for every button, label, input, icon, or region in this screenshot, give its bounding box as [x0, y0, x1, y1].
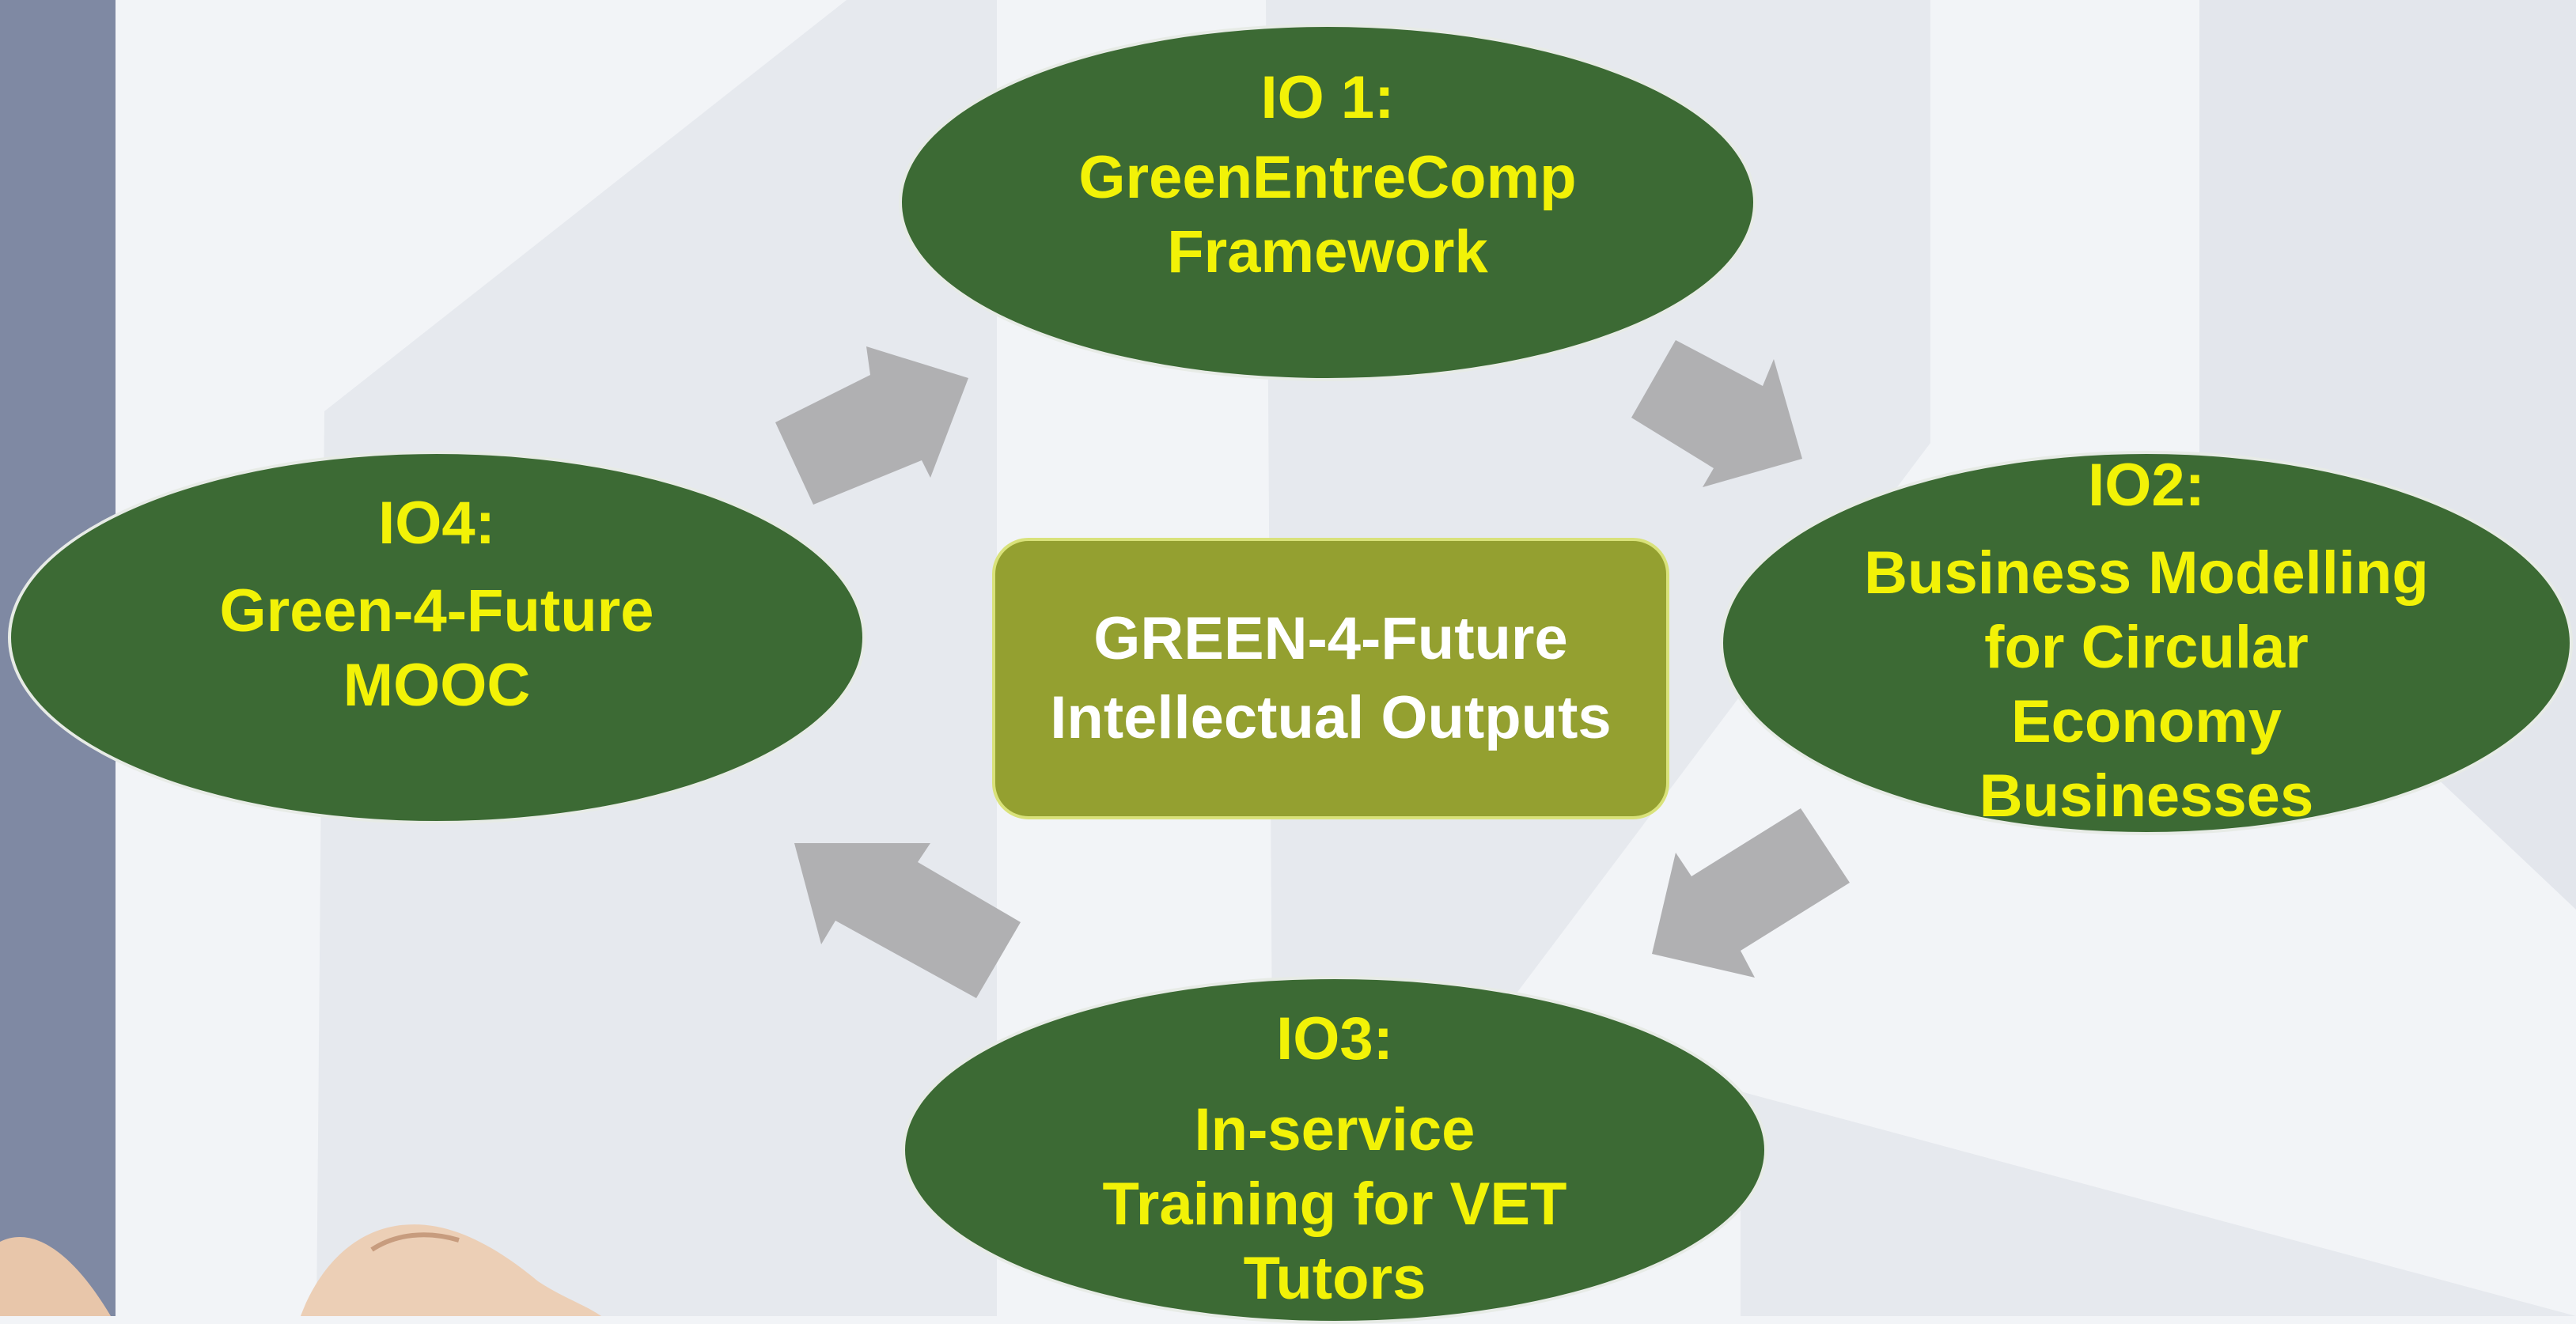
io3-title-line: In-service: [1194, 1096, 1476, 1163]
bg-shape-bottom: [1741, 1091, 2576, 1316]
io3-title-line: Tutors: [1243, 1245, 1426, 1312]
io3-label: IO3:: [1276, 1005, 1393, 1072]
arrow-io1-to-io2: [1631, 340, 1802, 487]
center-box: GREEN-4-Future Intellectual Outputs: [992, 538, 1669, 819]
io2-ellipse: IO2: Business Modelling for Circular Eco…: [1720, 451, 2573, 835]
io1-label: IO 1:: [1260, 64, 1395, 131]
io4-title-line: Green-4-Future: [219, 577, 654, 645]
io4-title-line: MOOC: [343, 652, 531, 719]
io2-title-line: Economy: [2010, 688, 2282, 755]
io4-label: IO4:: [378, 490, 495, 557]
center-title-line1: GREEN-4-Future: [1093, 605, 1568, 672]
io3-title: In-service Training for VET Tutors: [1103, 1093, 1567, 1316]
io1-title-line: GreenEntreComp: [1078, 144, 1577, 211]
io2-title: Business Modelling for Circular Economy …: [1723, 536, 2570, 834]
io4-ellipse: IO4: Green-4-Future MOOC: [8, 451, 866, 824]
io2-title-line: for Circular: [1984, 614, 2309, 681]
center-title-line2: Intellectual Outputs: [1050, 684, 1612, 751]
arrow-io4-to-io1: [775, 346, 968, 505]
io2-title-line: Business Modelling: [1864, 539, 2429, 607]
io1-title-line: Framework: [1167, 218, 1488, 286]
io1-title: GreenEntreComp Framework: [1078, 141, 1576, 289]
hand-image: [0, 1224, 601, 1316]
io1-ellipse: IO 1: GreenEntreComp Framework: [899, 24, 1756, 381]
io4-title: Green-4-Future MOOC: [220, 574, 654, 723]
io2-label: IO2:: [2088, 452, 2205, 519]
arrow-io2-to-io3: [1652, 808, 1850, 978]
io2-title-line: Businesses: [1979, 762, 2314, 830]
io3-title-line: Training for VET: [1102, 1171, 1567, 1238]
arrow-io3-to-io4: [794, 843, 1021, 998]
io3-ellipse: IO3: In-service Training for VET Tutors: [902, 976, 1767, 1324]
